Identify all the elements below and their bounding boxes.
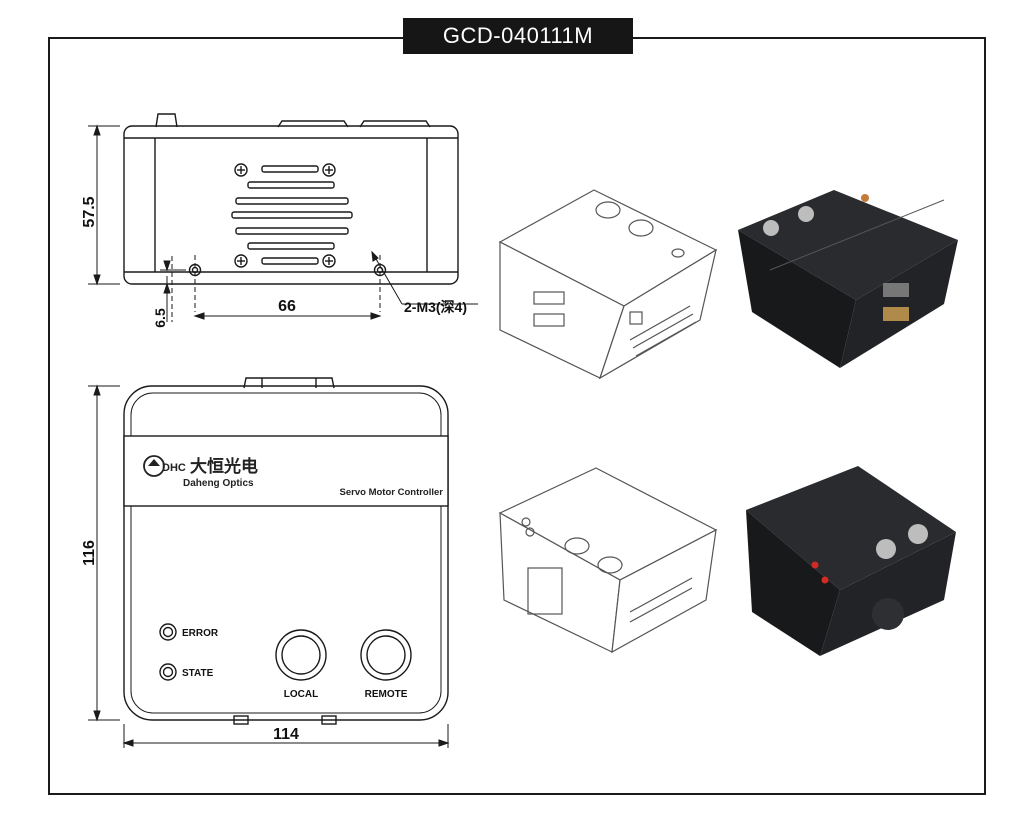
photo-left-face [746,510,840,656]
dim-arrow [93,124,101,136]
error-led [159,623,177,641]
photo-left-face [738,230,856,368]
photo-right-face [840,240,958,368]
model-badge: GCD-040111M [403,18,633,54]
vent-screw-top-left [234,163,248,177]
product-photo-rear [738,190,958,368]
rear-connector [243,377,335,389]
iso-right-face [598,248,717,380]
dim-offset-label: 6.5 [152,308,168,328]
vent-slot [235,197,349,205]
remote-button-label: REMOTE [365,689,408,700]
vent-slot [235,227,349,235]
top-connector-ridge-right [359,120,431,128]
remote-button[interactable] [360,629,412,681]
error-led-photo [811,561,819,569]
iso-drawing-front [498,467,718,654]
local-button[interactable] [275,629,327,681]
bottom-foot [233,715,249,725]
brand-logo [143,455,165,477]
local-button-label: LOCAL [284,689,318,700]
top-housing-outline [123,385,449,721]
vent-slot [247,181,335,189]
photo-top-face [746,466,956,590]
dim-height-label: 116 [81,540,98,566]
photo-right-face [820,532,956,656]
hole-callout-label: 2-M3(深4) [404,299,467,315]
product-name: Servo Motor Controller [340,487,444,498]
vent-screw-bottom-left [234,254,248,268]
state-led-photo [821,576,829,584]
state-led-label: STATE [182,668,214,679]
dim-arrow [93,274,101,286]
photo-top-face [738,190,958,300]
top-connector-ridge-left [277,120,349,128]
brand-chinese: 大恒光电 [190,456,258,476]
vent-slot [231,211,353,219]
vent-screw-top-right [322,163,336,177]
dim-height-label: 57.5 [81,196,98,227]
label-band [123,435,449,507]
vent-slot [261,257,319,265]
bottom-foot [321,715,337,725]
brand-abbr: DHC [162,462,186,474]
vent-slot [247,242,335,250]
iso-drawing-rear [498,189,718,380]
vent-screw-bottom-right [322,254,336,268]
top-post [155,113,178,128]
dim-spacing-label: 66 [278,298,296,315]
dim-width-label: 114 [273,726,299,743]
state-led [159,663,177,681]
iso-right-face [611,528,717,654]
product-photo-front [746,466,956,656]
error-led-label: ERROR [182,628,219,639]
vent-slot [261,165,319,173]
brand-english: Daheng Optics [183,478,254,489]
front-housing-outline [123,125,459,285]
